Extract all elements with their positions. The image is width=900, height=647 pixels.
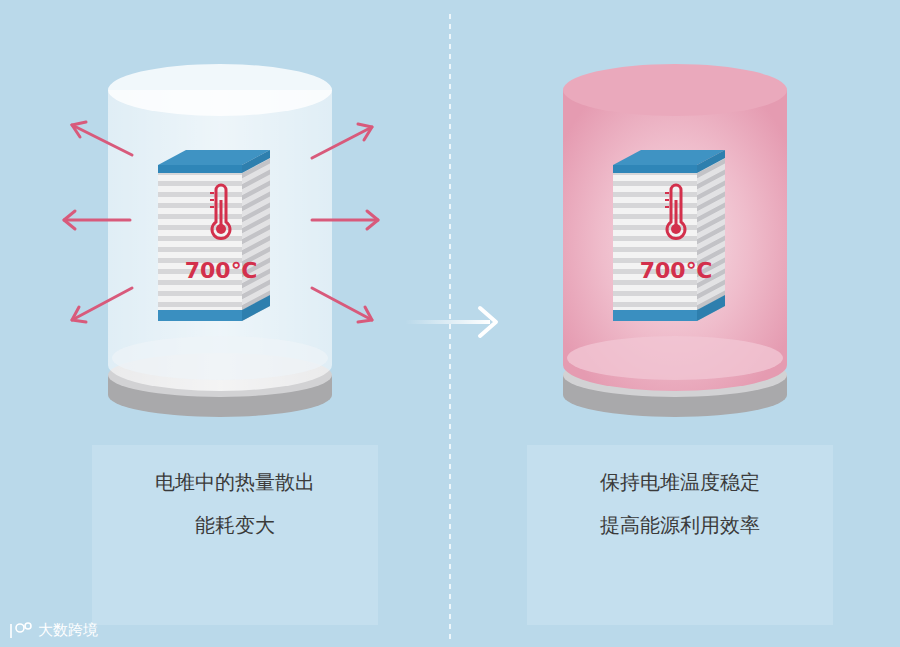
fuel-cell-stack-label: 700℃ — [613, 165, 739, 321]
transition-arrow — [405, 308, 496, 336]
caption-text: 电堆中的热量散出 — [155, 461, 315, 504]
caption-text: 能耗变大 — [195, 504, 275, 547]
caption-text: 提高能源利用效率 — [600, 504, 760, 547]
insulation-cylinder-closed — [563, 64, 787, 417]
caption-panel: 保持电堆温度稳定提高能源利用效率 — [527, 445, 833, 625]
fuel-cell-stack-label: 700℃ — [158, 165, 284, 321]
temperature-label: 700℃ — [613, 258, 739, 283]
insulation-cylinder-open — [108, 64, 332, 417]
heat-arrows — [64, 122, 378, 322]
watermark: 大数跨境 — [38, 621, 98, 640]
fuel-cell-stack — [158, 150, 270, 321]
fuel-cell-stack — [613, 150, 725, 321]
caption-text: 保持电堆温度稳定 — [600, 461, 760, 504]
divider — [449, 14, 451, 640]
caption-panel: 电堆中的热量散出能耗变大 — [92, 445, 378, 625]
temperature-label: 700℃ — [158, 258, 284, 283]
watermark-logo — [11, 623, 31, 638]
